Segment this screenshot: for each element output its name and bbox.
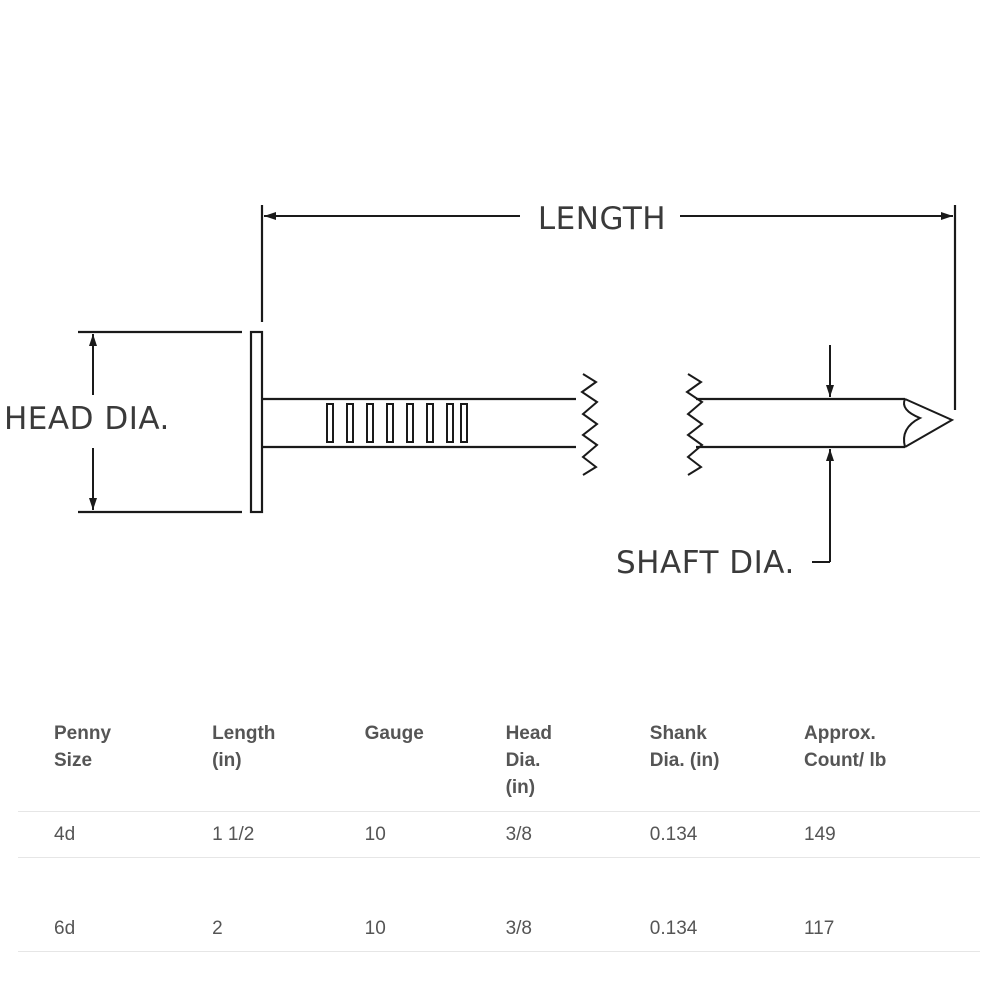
head-dia-label: HEAD DIA. (4, 401, 170, 437)
nail-shaft-left (262, 397, 576, 449)
nail-head (249, 330, 264, 514)
shaft-dia-dimension: SHAFT DIA. (616, 345, 834, 581)
head-dia-dimension: HEAD DIA. (4, 330, 242, 514)
nail-point (903, 398, 955, 448)
header-gauge: Gauge (364, 708, 506, 812)
cell-length: 1 1/2 (212, 811, 365, 858)
ring-shank-grooves (326, 403, 468, 443)
nail-shaft-right (696, 397, 905, 449)
cell-head-dia: 3/8 (505, 811, 650, 858)
break-line-left (580, 373, 599, 476)
cell-gauge: 10 (364, 811, 506, 858)
cell-penny-size: 4d (18, 811, 213, 858)
cell-length: 2 (212, 906, 365, 952)
cell-shank-dia: 0.134 (649, 811, 805, 858)
cell-approx-count: 149 (804, 811, 980, 858)
cell-approx-count: 117 (804, 906, 980, 952)
length-label: LENGTH (538, 201, 666, 237)
length-dimension: LENGTH (260, 201, 957, 410)
shaft-dia-label: SHAFT DIA. (616, 545, 795, 581)
nail-dimension-diagram: LENGTH HEAD DIA. (4, 201, 957, 581)
table-row: 4d 1 1/2 10 3/8 0.134 149 (18, 811, 980, 858)
table-row: 6d 2 10 3/8 0.134 117 (18, 906, 980, 952)
break-line-right (685, 373, 704, 476)
cell-gauge: 10 (364, 906, 506, 952)
cell-head-dia: 3/8 (505, 906, 650, 952)
header-length: Length(in) (212, 708, 365, 812)
cell-penny-size: 6d (18, 906, 213, 952)
table-spacer-row (18, 858, 980, 907)
cell-shank-dia: 0.134 (649, 906, 805, 952)
header-approx-count: Approx.Count/ lb (804, 708, 980, 812)
